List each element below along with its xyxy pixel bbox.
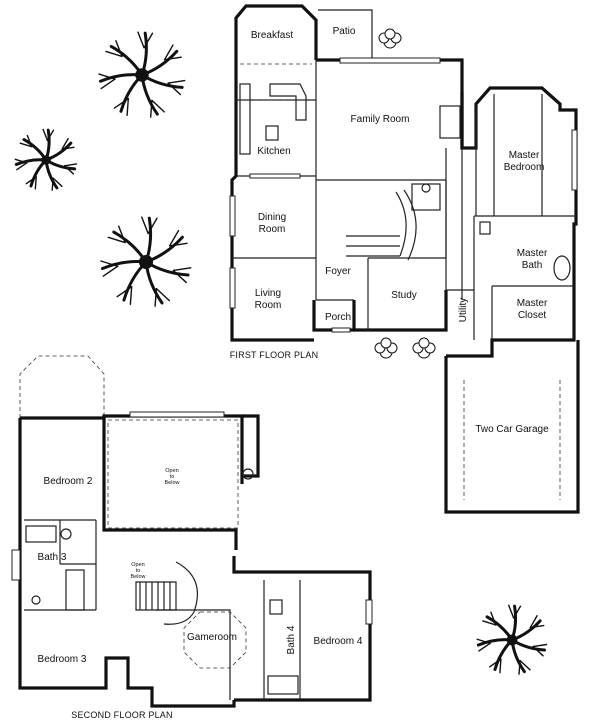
room-label-bedroom3: Bedroom 3 <box>38 654 87 665</box>
room-label-master-closet-line1: Master <box>517 298 548 309</box>
bush-icon <box>378 28 402 49</box>
label-open-to-below-1c: Below <box>165 480 180 486</box>
room-label-master-bedroom-line1: Master <box>509 150 540 161</box>
room-label-family-room: Family Room <box>351 114 410 125</box>
second-floor-plan-title: SECOND FLOOR PLAN <box>71 710 172 720</box>
room-label-garage: Two Car Garage <box>475 424 549 435</box>
label-open-to-below-1b: to <box>170 474 175 480</box>
tree-icon <box>476 604 548 675</box>
tree-icon <box>98 31 186 118</box>
room-label-porch: Porch <box>325 312 351 323</box>
label-open-to-below-1a: Open <box>165 468 178 474</box>
room-label-utility: Utility <box>458 298 469 322</box>
room-label-living-line1: Living <box>255 288 281 299</box>
bush-icon <box>412 337 436 359</box>
tree-icon <box>14 128 78 191</box>
room-label-master-bedroom-line2: Bedroom <box>504 162 545 173</box>
room-label-kitchen: Kitchen <box>257 146 290 157</box>
second-floor-plan: Bedroom 2 Open to Below Open to Below Ba… <box>11 355 373 720</box>
label-open-to-below-2c: Below <box>131 574 146 580</box>
tree-icon <box>100 216 192 307</box>
room-label-gameroom: Gameroom <box>187 632 237 643</box>
landscape-trees <box>14 31 548 675</box>
room-label-dining-line1: Dining <box>258 212 286 223</box>
room-label-bath3: Bath 3 <box>38 552 67 563</box>
room-label-patio: Patio <box>333 26 356 37</box>
room-label-breakfast: Breakfast <box>251 30 293 41</box>
room-label-master-closet-line2: Closet <box>518 310 547 321</box>
first-floor-plan: Breakfast Patio Kitchen Family Room Mast… <box>229 4 580 514</box>
room-label-bedroom2: Bedroom 2 <box>44 476 93 487</box>
room-label-master-bath-line2: Bath <box>522 260 543 271</box>
room-label-dining-line2: Room <box>259 224 286 235</box>
room-label-foyer: Foyer <box>325 266 351 277</box>
room-label-study: Study <box>391 290 417 301</box>
room-label-living-line2: Room <box>255 300 282 311</box>
room-label-bedroom4: Bedroom 4 <box>314 636 363 647</box>
label-open-to-below-2b: to <box>136 568 141 574</box>
first-floor-plan-title: FIRST FLOOR PLAN <box>230 350 319 360</box>
room-label-master-bath-line1: Master <box>517 248 548 259</box>
room-label-bath4: Bath 4 <box>286 625 297 654</box>
label-open-to-below-2a: Open <box>131 562 144 568</box>
bush-icon <box>374 337 398 359</box>
